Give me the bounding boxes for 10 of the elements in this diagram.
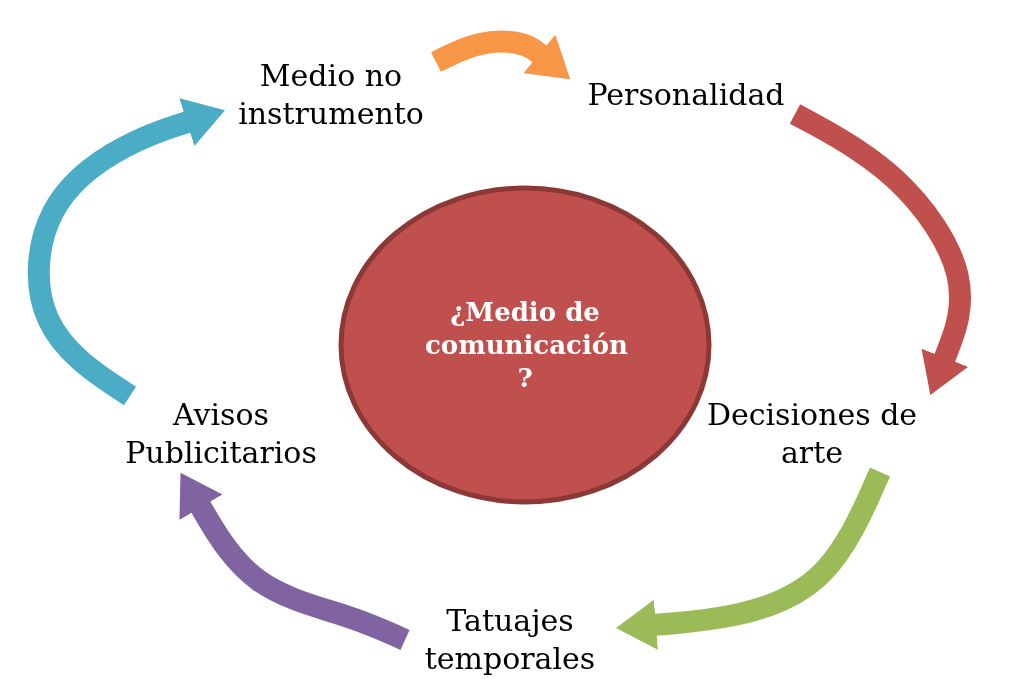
stage-label: Medio no instrumento [237, 57, 425, 133]
stage-label: Decisiones de arte [705, 396, 919, 472]
curved-arrow [27, 98, 226, 406]
curved-arrow [179, 472, 410, 650]
stage-label: Personalidad [586, 76, 786, 114]
curved-arrow [431, 30, 571, 80]
curved-arrow [616, 467, 891, 650]
stage-label: Avisos Publicitarios [124, 396, 318, 472]
curved-arrow [789, 104, 971, 396]
stage-label: Tatuajes temporales [423, 602, 597, 678]
